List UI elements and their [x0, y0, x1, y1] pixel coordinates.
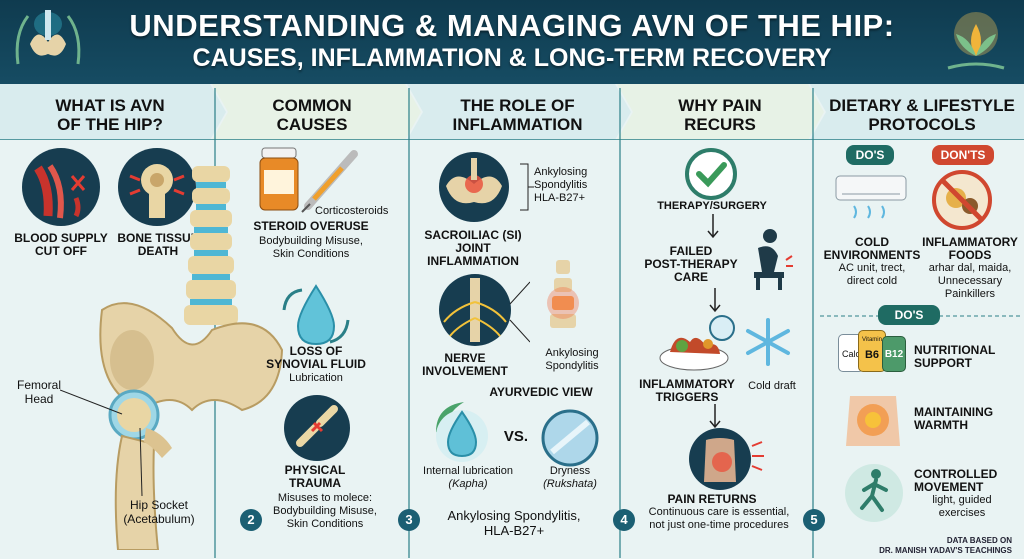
donts-badge: DON'TS	[932, 145, 994, 165]
ankylosing-hla-label: Ankylosing Spondylitis HLA-B27+	[534, 166, 588, 204]
synovial-fluid-label: LOSS OF SYNOVIAL FLUID	[266, 344, 366, 371]
b12-bottle-icon: B12	[882, 336, 906, 372]
section-3-number: 3	[398, 509, 420, 531]
lotus-logo-icon	[947, 12, 1005, 70]
kapha-label: (Kapha)	[448, 478, 488, 490]
inflammatory-foods-label: INFLAMMATORY FOODS	[922, 235, 1018, 262]
ayurvedic-view-label: AYURVEDIC VIEW	[489, 385, 593, 399]
dos-badge: DO'S	[846, 145, 894, 165]
cold-environments-label: COLD ENVIRONMENTS	[823, 235, 921, 262]
b6-label: B6	[864, 349, 880, 361]
nerve-involvement-label: NERVE INVOLVEMENT	[422, 351, 508, 378]
section-4-heading: WHY PAIN RECURS	[678, 96, 762, 134]
checkmark-icon	[685, 148, 737, 200]
versus-label: VS.	[503, 428, 529, 445]
ac-unit-icon	[835, 175, 907, 219]
physical-trauma-desc: Misuses to molece: Bodybuilding Misuse, …	[273, 492, 377, 530]
spine-inflammation-icon	[547, 260, 579, 328]
cold-environments-desc: AC unit, trect, direct cold	[838, 262, 906, 287]
nerve-involvement-icon	[439, 274, 511, 346]
controlled-movement-desc: light, guided exercises	[932, 494, 992, 519]
corticosteroids-label: Corticosteroids	[315, 205, 389, 217]
hip-anatomy-illustration	[99, 166, 284, 550]
arrow-down-icon	[707, 214, 719, 239]
bracket-line	[520, 163, 534, 211]
ankylosing-label: Ankylosing Spondylitis	[545, 347, 599, 372]
cold-draft-label: Cold draft	[748, 380, 796, 392]
pain-returns-icon	[689, 428, 764, 490]
maintaining-warmth-label: MAINTAINING WARMTH	[914, 405, 994, 432]
ankylosing-footer-label: Ankylosing Spondylitis, HLA-B27+	[447, 508, 581, 538]
hip-socket-label: Hip Socket (Acetabulum)	[123, 498, 195, 526]
nerve-leader-lines	[509, 281, 530, 343]
vitamin-b6-bottle-icon: Vitamin B6	[858, 330, 886, 372]
physical-trauma-label: PHYSICAL TRAUMA	[284, 463, 346, 490]
inflammatory-foods-desc: arhar dal, maida, Unnecessary Painkiller…	[928, 262, 1012, 300]
nutritional-support-label: NUTRITIONAL SUPPORT	[914, 343, 996, 370]
person-in-pain-icon	[754, 229, 793, 290]
therapy-surgery-label: THERAPY/SURGERY	[657, 200, 767, 212]
steroid-overuse-desc: Bodybuilding Misuse, Skin Conditions	[259, 235, 363, 260]
section-divider	[812, 88, 814, 558]
warmth-icon	[846, 396, 900, 446]
bone-death-label: BONE TISSUE DEATH	[117, 231, 199, 258]
arrow-down-icon	[709, 404, 721, 429]
internal-lubrication-label: Internal lubrication	[423, 465, 513, 477]
section-5-number: 5	[803, 509, 825, 531]
blood-supply-label: BLOOD SUPPLY CUT OFF	[14, 231, 108, 258]
si-joint-icon	[439, 152, 509, 222]
dryness-icon	[541, 409, 599, 467]
steroid-bottle-icon	[259, 147, 358, 213]
section-divider	[408, 88, 410, 558]
label-leader-lines	[60, 389, 143, 497]
kapha-drop-icon	[436, 402, 488, 462]
section-divider	[619, 88, 621, 558]
arrow-down-icon	[709, 288, 721, 313]
page-subtitle: CAUSES, INFLAMMATION & LONG-TERM RECOVER…	[192, 44, 832, 72]
pain-returns-label: PAIN RETURNS	[667, 492, 757, 506]
page-title: UNDERSTANDING & MANAGING AVN OF THE HIP:	[129, 8, 895, 43]
femoral-head-label: Femoral Head	[16, 378, 61, 406]
rukshata-label: (Rukshata)	[543, 478, 597, 490]
bone-death-icon	[118, 148, 196, 226]
failed-care-label: FAILED POST-THERAPY CARE	[644, 244, 738, 284]
section-2-heading: COMMON CAUSES	[272, 96, 352, 134]
si-joint-label: SACROILIAC (SI) JOINT INFLAMMATION	[424, 228, 522, 268]
controlled-movement-label: CONTROLLED MOVEMENT	[914, 467, 998, 494]
inflammatory-food-icon	[659, 315, 735, 371]
section-3-heading: THE ROLE OF INFLAMMATION	[452, 96, 583, 134]
walking-person-icon	[845, 464, 903, 522]
inflammatory-triggers-label: INFLAMMATORY TRIGGERS	[639, 377, 735, 404]
synovial-fluid-desc: Lubrication	[289, 372, 343, 384]
snowflake-icon	[746, 318, 790, 366]
dos-badge-2: DO'S	[878, 305, 940, 325]
section-1-heading: WHAT IS AVN OF THE HIP?	[55, 96, 165, 134]
section-header-strip	[0, 84, 1024, 140]
fractured-bone-icon	[284, 395, 350, 461]
pelvis-logo-icon	[15, 10, 81, 65]
steroid-overuse-label: STEROID OVERUSE	[253, 219, 369, 233]
no-inflammatory-food-icon	[932, 170, 992, 230]
footer-credit: DATA BASED ON DR. MANISH YADAV'S TEACHIN…	[879, 536, 1012, 555]
section-5-heading: DIETARY & LIFESTYLE PROTOCOLS	[829, 96, 1015, 134]
dryness-label: Dryness	[549, 465, 591, 477]
synovial-drop-icon	[282, 284, 350, 346]
section-4-number: 4	[613, 509, 635, 531]
vitamin-label: Vitamin	[862, 337, 882, 343]
blood-vessel-icon	[22, 148, 100, 226]
pain-returns-desc: Continuous care is essential, not just o…	[648, 506, 790, 531]
header-banner: UNDERSTANDING & MANAGING AVN OF THE HIP:…	[0, 0, 1024, 84]
section-2-number: 2	[240, 509, 262, 531]
